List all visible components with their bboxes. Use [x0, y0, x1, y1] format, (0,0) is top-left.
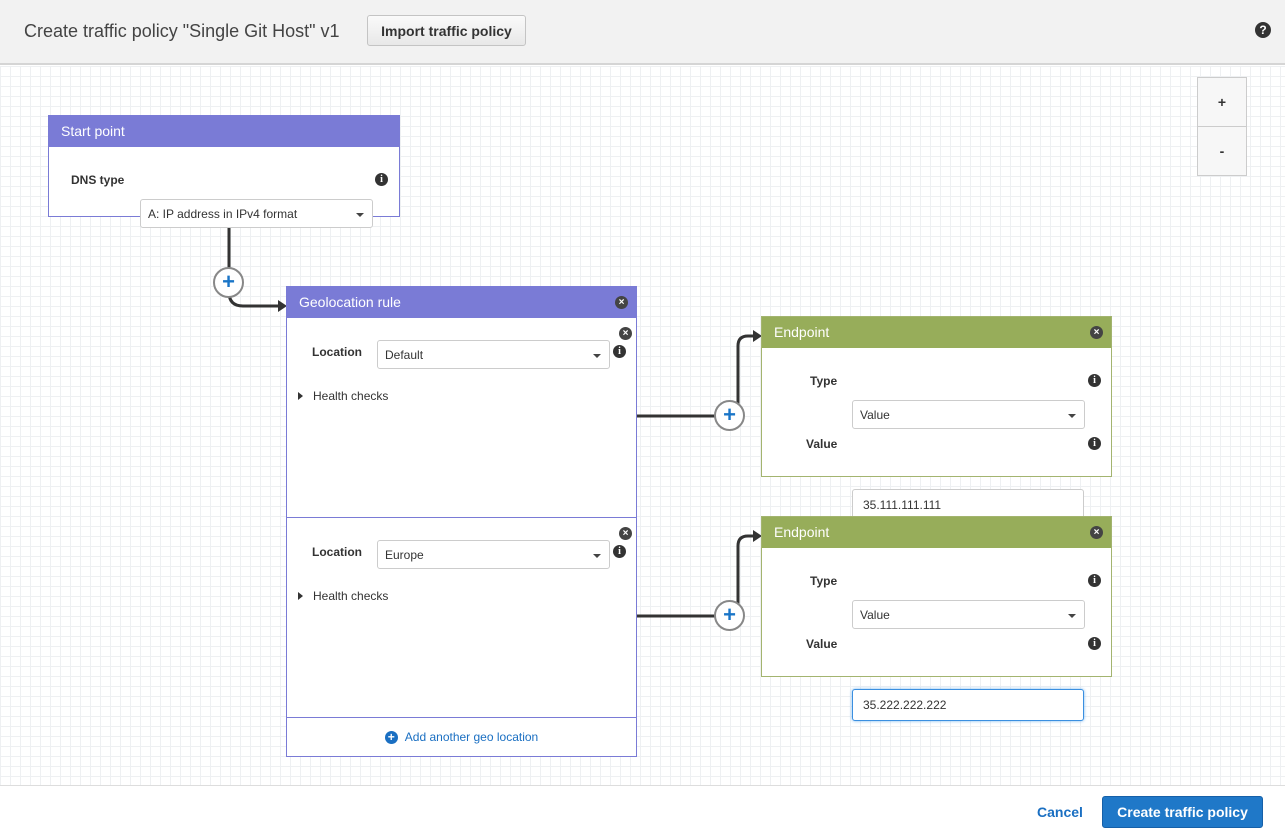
- chevron-down-icon: [356, 213, 364, 217]
- cancel-button[interactable]: Cancel: [1037, 804, 1083, 820]
- location-label: Location: [312, 545, 362, 559]
- remove-location-icon[interactable]: ×: [619, 527, 632, 540]
- remove-location-icon[interactable]: ×: [619, 327, 632, 340]
- close-icon[interactable]: ×: [615, 296, 628, 309]
- chevron-down-icon: [1068, 614, 1076, 618]
- geo-location-section: × Location Europe i Health checks: [287, 518, 636, 718]
- create-traffic-policy-button[interactable]: Create traffic policy: [1102, 796, 1263, 828]
- endpoint-value-input[interactable]: 35.222.222.222: [852, 689, 1084, 721]
- connector-geo-europe-to-endpoint: [636, 534, 754, 618]
- zoom-in-button[interactable]: +: [1197, 77, 1247, 127]
- add-geo-location-link[interactable]: + Add another geo location: [287, 718, 636, 756]
- dns-type-label: DNS type: [71, 173, 125, 187]
- health-checks-label: Health checks: [313, 389, 389, 403]
- health-checks-label: Health checks: [313, 589, 389, 603]
- info-icon[interactable]: i: [613, 345, 626, 358]
- info-icon[interactable]: i: [1088, 637, 1101, 650]
- endpoint-header: Endpoint ×: [762, 517, 1111, 548]
- page-title: Create traffic policy "Single Git Host" …: [24, 21, 340, 41]
- info-icon[interactable]: i: [613, 545, 626, 558]
- endpoint-title: Endpoint: [774, 524, 830, 540]
- type-label: Type: [810, 574, 838, 588]
- location-value: Default: [385, 347, 424, 362]
- add-rule-plus-button[interactable]: +: [213, 267, 244, 298]
- endpoint-type-value: Value: [860, 607, 890, 622]
- arrow-head: [753, 530, 762, 542]
- page-header: Create traffic policy "Single Git Host" …: [0, 0, 1285, 65]
- endpoint-header: Endpoint ×: [762, 317, 1111, 348]
- geolocation-rule-title: Geolocation rule: [299, 294, 401, 310]
- close-icon[interactable]: ×: [1090, 526, 1103, 539]
- import-traffic-policy-button[interactable]: Import traffic policy: [367, 15, 526, 46]
- plus-circle-icon: +: [384, 730, 398, 744]
- health-checks-toggle[interactable]: Health checks: [298, 389, 388, 403]
- help-icon[interactable]: ?: [1255, 22, 1271, 38]
- dns-type-value: A: IP address in IPv4 format: [148, 206, 298, 221]
- caret-right-icon: [298, 592, 303, 600]
- arrow-head: [278, 300, 287, 312]
- connectors: [227, 216, 762, 618]
- endpoint-box: Endpoint× Type Value i Value 35.111.111.…: [761, 316, 1112, 521]
- start-point-header: Start point: [49, 116, 399, 147]
- add-endpoint-plus-button[interactable]: +: [714, 600, 745, 631]
- health-checks-toggle[interactable]: Health checks: [298, 589, 388, 603]
- location-select[interactable]: Europe: [377, 540, 610, 569]
- value-label: Value: [806, 637, 838, 651]
- page-footer: Cancel Create traffic policy: [0, 785, 1285, 838]
- geo-location-section: × Location Default i Health checks: [287, 318, 636, 518]
- caret-right-icon: [298, 392, 303, 400]
- location-select[interactable]: Default: [377, 340, 610, 369]
- endpoint-box: Endpoint × Type Value i Value 35.222.222.…: [761, 516, 1112, 721]
- geolocation-rule-box: Geolocation rule × × Location Default i H…: [286, 286, 637, 757]
- add-geo-location-label: Add another geo location: [404, 730, 539, 744]
- add-endpoint-plus-button[interactable]: +: [714, 400, 745, 431]
- info-icon[interactable]: i: [1088, 374, 1101, 387]
- endpoint-type-value: Value: [860, 407, 890, 422]
- geolocation-rule-header: Geolocation rule ×: [287, 287, 636, 318]
- location-value: Europe: [385, 547, 424, 562]
- connector-geo-default-to-endpoint: [636, 334, 754, 418]
- value-label: Value: [806, 437, 838, 451]
- location-label: Location: [312, 345, 362, 359]
- chevron-down-icon: [593, 354, 601, 358]
- zoom-out-button[interactable]: -: [1197, 126, 1247, 176]
- endpoint-type-select[interactable]: Value: [852, 400, 1085, 429]
- close-icon[interactable]: ×: [1090, 326, 1103, 339]
- info-icon[interactable]: i: [1088, 437, 1101, 450]
- type-label: Type: [810, 374, 838, 388]
- dns-type-select[interactable]: A: IP address in IPv4 format: [140, 199, 373, 228]
- endpoint-title: Endpoint: [774, 324, 830, 340]
- endpoint-type-select[interactable]: Value: [852, 600, 1085, 629]
- start-point-box: Start point DNS type A: IP address in IP…: [48, 115, 400, 228]
- info-icon[interactable]: i: [375, 173, 388, 186]
- info-icon[interactable]: i: [1088, 574, 1101, 587]
- chevron-down-icon: [593, 554, 601, 558]
- arrow-head: [753, 330, 762, 342]
- chevron-down-icon: [1068, 414, 1076, 418]
